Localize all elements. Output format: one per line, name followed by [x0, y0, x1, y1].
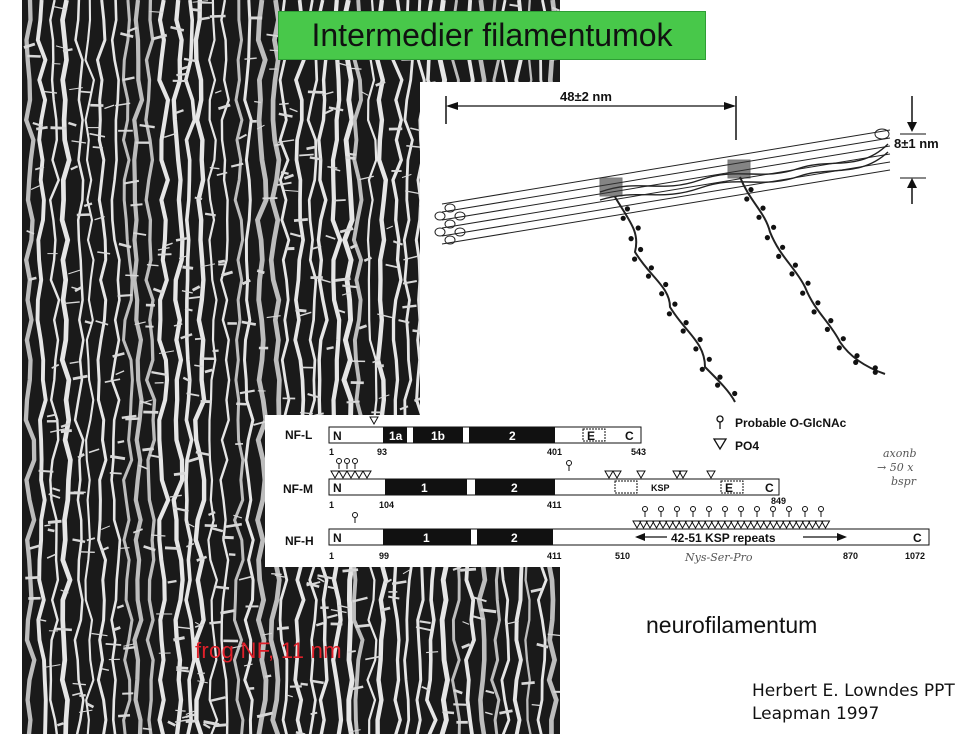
credit-line-1: Herbert E. Lowndes PPT [752, 681, 955, 701]
svg-text:C: C [913, 531, 922, 545]
length-label: 48±2 nm [560, 89, 612, 104]
svg-text:93: 93 [377, 447, 387, 457]
nf-h-name: NF-H [285, 534, 314, 548]
svg-text:543: 543 [631, 447, 646, 457]
svg-text:N: N [333, 531, 342, 545]
svg-text:42-51 KSP repeats: 42-51 KSP repeats [671, 531, 776, 545]
svg-text:Nys-Ser-Pro: Nys-Ser-Pro [684, 551, 753, 564]
svg-text:1: 1 [329, 551, 334, 561]
svg-text:849: 849 [771, 496, 786, 506]
svg-text:2: 2 [511, 531, 518, 545]
svg-text:1b: 1b [431, 429, 445, 443]
svg-text:104: 104 [379, 500, 394, 510]
svg-text:E: E [725, 481, 733, 495]
svg-text:870: 870 [843, 551, 858, 561]
svg-text:1: 1 [329, 500, 334, 510]
diagram-caption: neurofilamentum [646, 612, 818, 638]
nf-m-row: NF-M N 1 2 KSP E C 1 104 411 849 [283, 458, 786, 510]
legend: Probable O-GlcNAc PO4 [712, 415, 847, 453]
svg-text:2: 2 [509, 429, 516, 443]
svg-text:KSP: KSP [651, 483, 670, 493]
nf-l-row: NF-L N 1a 1b 2 E C 1 93 401 543 [285, 416, 646, 457]
nf-h-row: NF-H N 1 2 42-51 KSP repeats C 1 99 411 … [285, 506, 930, 561]
svg-text:411: 411 [547, 551, 562, 561]
length-dimension: 48±2 nm [445, 89, 737, 140]
svg-text:1: 1 [423, 531, 430, 545]
svg-text:2: 2 [511, 481, 518, 495]
filament-bundle [434, 128, 891, 245]
svg-text:C: C [625, 429, 634, 443]
nf-l-name: NF-L [285, 428, 312, 442]
filament-diagram: 48±2 nm 8±1 nm [420, 82, 960, 417]
svg-text:bspr: bspr [891, 475, 917, 488]
svg-text:1: 1 [421, 481, 428, 495]
handwritten-notes: axonb → 50 x bspr Nys-Ser-Pro [684, 447, 917, 564]
svg-text:1: 1 [329, 447, 334, 457]
side-arms [614, 176, 886, 403]
svg-text:1072: 1072 [905, 551, 925, 561]
credit-line-2: Leapman 1997 [752, 704, 880, 724]
svg-text:E: E [587, 429, 595, 443]
svg-text:401: 401 [547, 447, 562, 457]
svg-text:N: N [333, 429, 342, 443]
svg-text:99: 99 [379, 551, 389, 561]
neurofilament-domain-map: Probable O-GlcNAc PO4 NF-L N 1a 1b 2 E C… [265, 415, 945, 567]
svg-text:N: N [333, 481, 342, 495]
credit: Herbert E. Lowndes PPT Leapman 1997 [752, 680, 955, 726]
svg-text:C: C [765, 481, 774, 495]
legend-po4-label: PO4 [735, 439, 759, 453]
diameter-dimension: 8±1 nm [894, 96, 939, 204]
svg-text:411: 411 [547, 500, 562, 510]
svg-text:1a: 1a [389, 429, 403, 443]
svg-text:axonb: axonb [883, 447, 917, 460]
legend-glcnac-label: Probable O-GlcNAc [735, 416, 847, 430]
nf-m-name: NF-M [283, 482, 313, 496]
phosphate-icon [712, 438, 728, 451]
micrograph-label: frog NF, 11 nm [195, 638, 342, 663]
diameter-label: 8±1 nm [894, 136, 939, 151]
svg-text:510: 510 [615, 551, 630, 561]
svg-text:→ 50 x: → 50 x [877, 461, 914, 474]
page-title: Intermedier filamentumok [278, 11, 706, 60]
